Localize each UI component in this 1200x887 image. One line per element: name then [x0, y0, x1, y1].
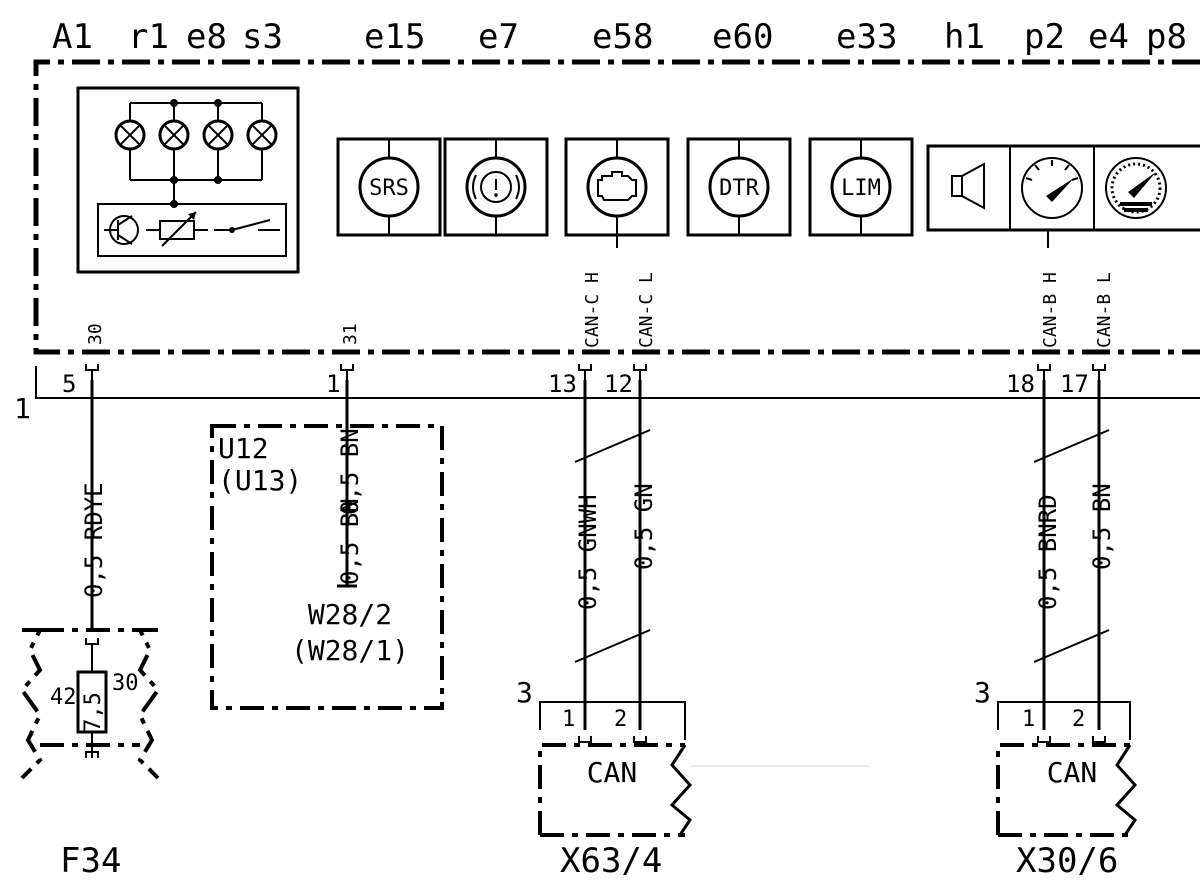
pin-can-b-l-label: CAN-B L	[1094, 272, 1115, 348]
x63-name: X63/4	[560, 841, 662, 881]
u13-label: (U13)	[218, 464, 302, 497]
x63-can-label: CAN	[587, 756, 638, 789]
fuse-holder-left	[19, 628, 44, 780]
lamp-icon	[158, 103, 190, 180]
twist-mark	[574, 629, 651, 663]
tachometer-icon	[1105, 157, 1167, 219]
x30-connector: 3 1 2 CAN	[974, 676, 1138, 837]
wire-gnwh-label: 0,5 GNWH	[574, 494, 602, 610]
transistor-icon	[104, 215, 139, 245]
pin-can-b-h-label: CAN-B H	[1040, 272, 1061, 348]
code-e60: e60	[712, 17, 773, 57]
twist-mark	[574, 429, 651, 463]
twist-mark	[1033, 429, 1110, 463]
switch-icon	[214, 219, 280, 233]
fuse-value: 7,5	[81, 692, 106, 732]
fuse-holder-right	[136, 628, 161, 780]
code-r1: r1	[128, 17, 169, 57]
x63-frame	[538, 743, 685, 835]
wire-bn-label-lower: 0,5 BN	[336, 498, 364, 585]
component-code-labels: A1 r1 e8 s3 e15 e7 e58 e60 e33 h1 p2 e4 …	[52, 17, 1187, 57]
fuse-pin-42: 42	[50, 685, 77, 710]
engine-icon	[597, 171, 637, 201]
x30-break-line	[1114, 744, 1138, 836]
fuse-name: F34	[60, 841, 121, 881]
ground-w28-1: (W28/1)	[291, 634, 409, 667]
connector-1-pin-17: 17	[1060, 370, 1089, 398]
x63-bracket	[539, 701, 686, 740]
srs-label: SRS	[369, 176, 409, 201]
pin-can-c-l-label: CAN-C L	[636, 272, 657, 348]
lamp-block	[76, 86, 300, 274]
x30-pin-2: 2	[1072, 707, 1085, 732]
lim-indicator: LIM	[808, 137, 914, 237]
lamp-icon	[114, 103, 146, 180]
srs-indicator: SRS	[336, 137, 442, 237]
code-e4: e4	[1088, 17, 1129, 57]
check-engine-indicator	[564, 137, 670, 237]
x30-bracket	[997, 701, 1131, 740]
connector-1-pin-12: 12	[604, 370, 633, 398]
u12-box: U12 (U13) W28/2 (W28/1)	[210, 424, 444, 710]
wire-gn-label: 0,5 GN	[630, 483, 658, 570]
lamp-icon	[246, 103, 278, 180]
pin-terminals	[85, 364, 1106, 380]
code-h1: h1	[944, 17, 985, 57]
code-e8: e8	[186, 17, 227, 57]
dtr-indicator: DTR	[686, 137, 792, 237]
twist-mark	[1033, 629, 1110, 663]
x63-pin-1: 1	[562, 707, 575, 732]
sensor-subbox	[97, 203, 287, 257]
fuse-f34: 7,5 42 30	[19, 628, 161, 780]
code-p2: p2	[1024, 17, 1065, 57]
code-e15: e15	[364, 17, 425, 57]
pin-31-label: 31	[340, 323, 361, 345]
speaker-icon	[951, 162, 985, 210]
gauge-block-frame	[926, 144, 1200, 232]
brake-warning-icon	[480, 171, 512, 203]
connector-1-pin-1: 1	[326, 370, 340, 398]
x30-name: X30/6	[1016, 841, 1118, 881]
x63-connector: 3 1 2 CAN	[516, 676, 693, 837]
gauge-icon	[1021, 157, 1083, 219]
code-p8: p8	[1146, 17, 1187, 57]
lim-label: LIM	[841, 176, 881, 201]
code-e33: e33	[836, 17, 897, 57]
lamp-icon	[202, 103, 234, 180]
u12-frame	[210, 424, 444, 710]
brake-warning-indicator	[443, 137, 549, 237]
gauge-block	[926, 144, 1200, 232]
code-e58: e58	[592, 17, 653, 57]
x30-can-label: CAN	[1047, 756, 1098, 789]
lamp-block-frame	[76, 86, 300, 274]
pin-30-label: 30	[85, 323, 106, 345]
rheostat-icon	[146, 211, 208, 247]
x30-side-label: 3	[974, 676, 991, 709]
dtr-label: DTR	[719, 176, 759, 201]
code-s3: s3	[242, 17, 283, 57]
x63-break-line	[669, 744, 693, 836]
wire-bn-can-label: 0,5 BN	[1088, 483, 1116, 570]
ground-w28-2: W28/2	[308, 598, 392, 631]
connector-1-pin-18: 18	[1006, 370, 1035, 398]
fuse-pin-30: 30	[112, 671, 139, 696]
connector-1-line	[35, 366, 1200, 399]
wire-rdye-label: 0,5 RDYE	[80, 482, 108, 598]
x63-side-label: 3	[516, 676, 533, 709]
connector-1-pin-5: 5	[62, 370, 76, 398]
connector-1-label: 1	[14, 392, 31, 425]
wire-bn-label-upper: 0,5 BN	[336, 428, 364, 515]
x30-pin-1: 1	[1022, 707, 1035, 732]
code-A1: A1	[52, 17, 93, 57]
x63-pin-2: 2	[614, 707, 627, 732]
connector-1-pin-13: 13	[548, 370, 577, 398]
u12-label: U12	[218, 432, 269, 465]
pin-can-c-h-label: CAN-C H	[582, 272, 603, 348]
code-e7: e7	[478, 17, 519, 57]
instrument-cluster-boundary	[33, 59, 1200, 355]
wire-bnrd-label: 0,5 BNRD	[1034, 494, 1062, 610]
